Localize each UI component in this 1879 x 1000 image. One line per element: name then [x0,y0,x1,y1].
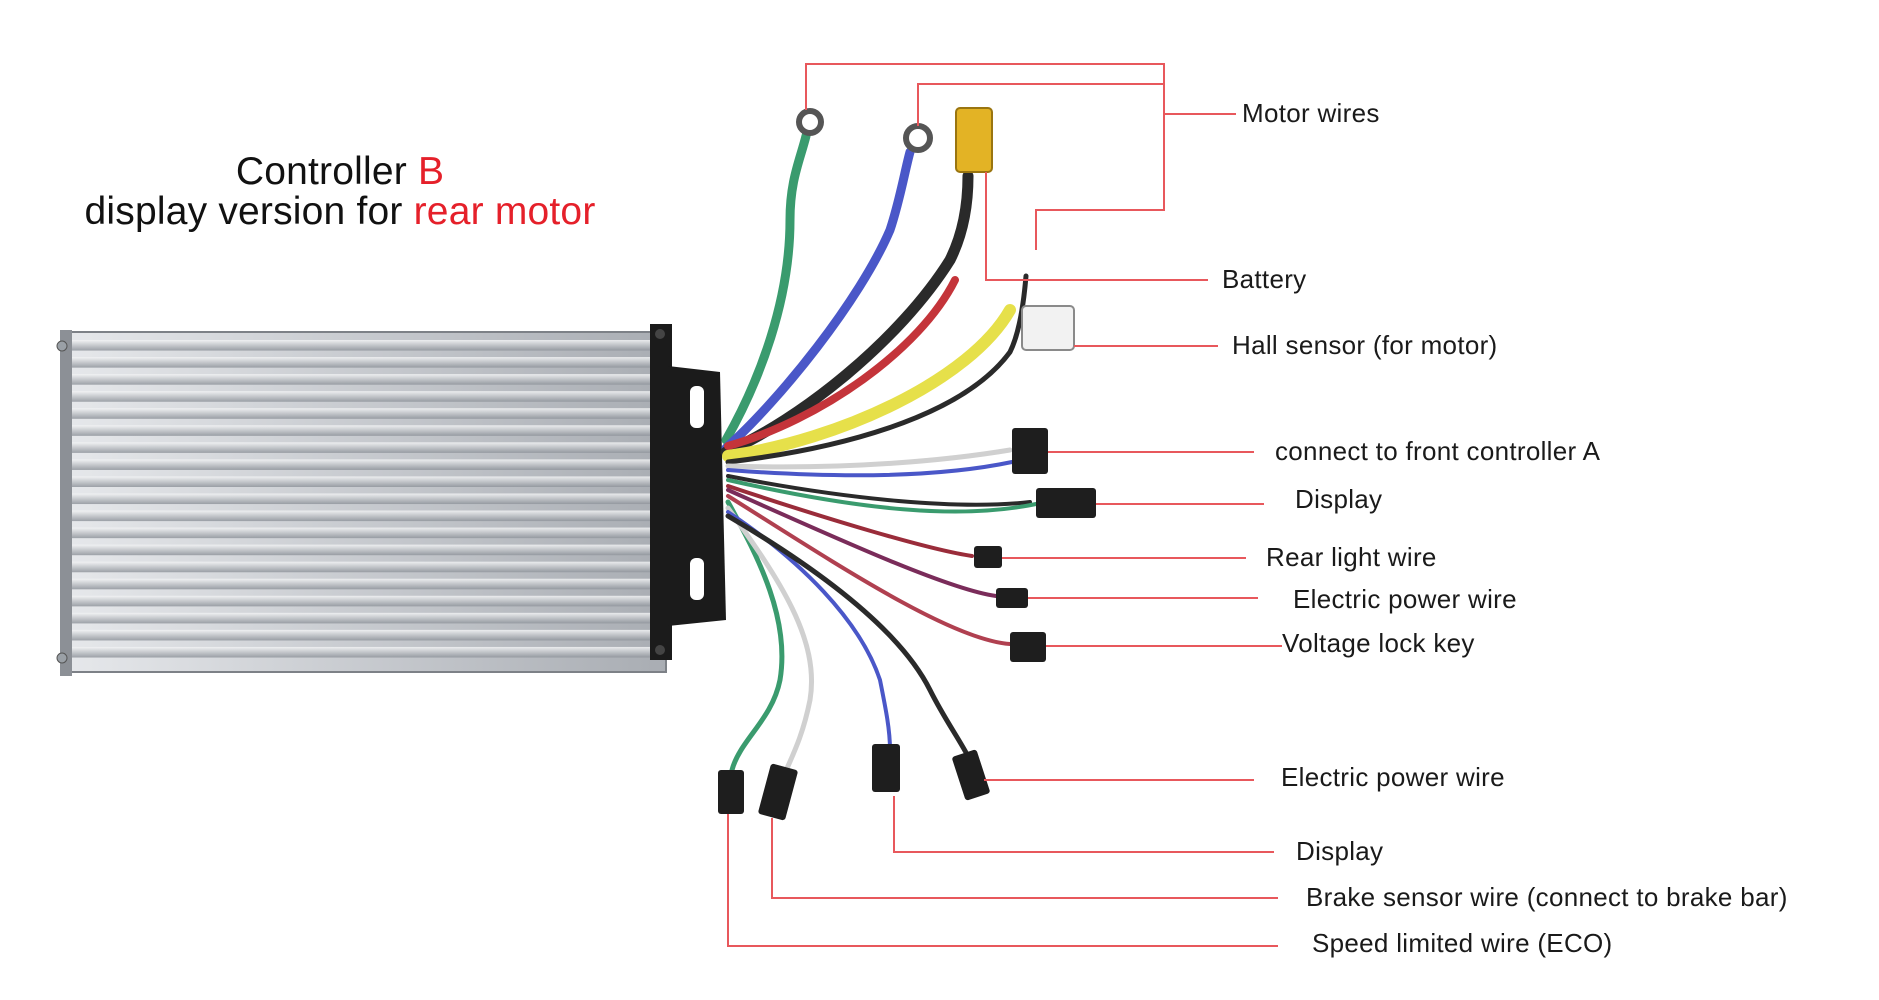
heatsink-fin [72,476,650,487]
label-speed-limited: Speed limited wire (ECO) [1312,928,1613,958]
title-line1-text: Controller [235,150,418,193]
leader-lines [727,63,1282,947]
heatsink-fin [72,408,650,419]
connectors [718,107,1096,821]
plug-rear-light [974,546,1002,568]
label-voltage-lock: Voltage lock key [1282,628,1475,658]
heatsink-fin [72,493,650,505]
label-motor-wires: Motor wires [1242,98,1380,128]
heatsink-fin [72,578,650,590]
heatsink-fin [72,459,650,470]
heatsink-fin [72,544,650,556]
heatsink-fins [72,340,650,658]
title-line2-highlight: rear motor [413,190,596,233]
plug-electric-power-1 [996,588,1028,608]
label-hall-sensor: Hall sensor (for motor) [1232,330,1498,360]
plug-display-top [1036,488,1096,518]
plug-electric-power-2 [952,749,990,801]
diagram-title-line2: display version for rear motor [0,190,680,234]
leader-motor-wires-2 [917,83,1164,126]
leader-speed-limited [727,814,1278,947]
plug-voltage-lock [1010,632,1046,662]
heatsink-fin [72,612,650,624]
heatsink-fin [72,561,650,573]
wire-harness [720,131,1038,783]
heatsink-fin [72,629,650,641]
heatsink-fin [72,646,650,658]
label-display-top: Display [1295,484,1383,514]
plug-front-controller [1012,428,1048,474]
heatsink-fin [72,425,650,436]
leader-display-bottom [893,796,1274,853]
heatsink-fin [72,391,650,402]
heatsink-fin [72,510,650,522]
heatsink-fin [72,527,650,539]
ring-terminal-blue [903,123,933,153]
plug-display-bottom [872,744,900,792]
ring-terminal-green [796,108,824,136]
label-battery: Battery [1222,264,1307,294]
heatsink-fin [72,340,650,351]
leader-battery [985,172,1208,281]
hall-connector [1021,305,1075,351]
controller-body [56,330,667,676]
heatsink-fin [72,374,650,385]
mounting-bracket [650,324,726,660]
heatsink-fin [72,442,650,453]
label-electric-power-2: Electric power wire [1281,762,1505,792]
label-electric-power-1: Electric power wire [1293,584,1517,614]
leader-motor-wires [805,63,1165,250]
label-rear-light: Rear light wire [1266,542,1437,572]
leader-brake-sensor [771,818,1278,899]
heatsink-fin [72,357,650,368]
battery-connector [955,107,993,173]
title-line1-highlight: B [417,150,445,193]
plug-brake-sensor [758,763,798,821]
label-front-controller: connect to front controller A [1275,436,1601,466]
label-brake-sensor: Brake sensor wire (connect to brake bar) [1306,882,1788,912]
diagram-title-line1: Controller B [0,150,680,194]
title-line2-text: display version for [84,190,414,233]
plug-speed-limited [718,770,744,814]
heatsink-fin [72,595,650,607]
label-display-bottom: Display [1296,836,1384,866]
